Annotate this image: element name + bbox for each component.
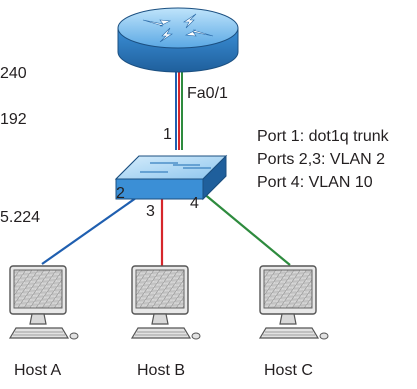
port-note-3: Port 4: VLAN 10 [257,174,373,191]
host-c-label: Host C [264,362,313,379]
link-host-c [196,187,291,266]
port-note-2: Ports 2,3: VLAN 2 [257,151,385,168]
switch-icon [114,154,228,201]
host-a-label: Host A [14,362,61,379]
host-b-computer-icon [131,265,201,340]
host-c-computer-icon [259,265,329,340]
port-label-2: 2 [116,185,125,202]
router-interface-label: Fa0/1 [187,85,228,102]
port-label-3: 3 [146,203,155,220]
router-icon [117,7,239,73]
port-note-1: Port 1: dot1q trunk [257,128,390,145]
link-host-a [41,192,144,265]
host-b-label: Host B [137,362,185,379]
host-a-computer-icon [9,265,79,340]
trunk-link [175,72,183,150]
port-label-4: 4 [190,195,199,212]
left-label-3: 5.224 [0,209,40,226]
port-label-1: 1 [163,126,172,143]
left-label-1: 240 [0,65,27,82]
left-label-2: 192 [0,111,27,128]
